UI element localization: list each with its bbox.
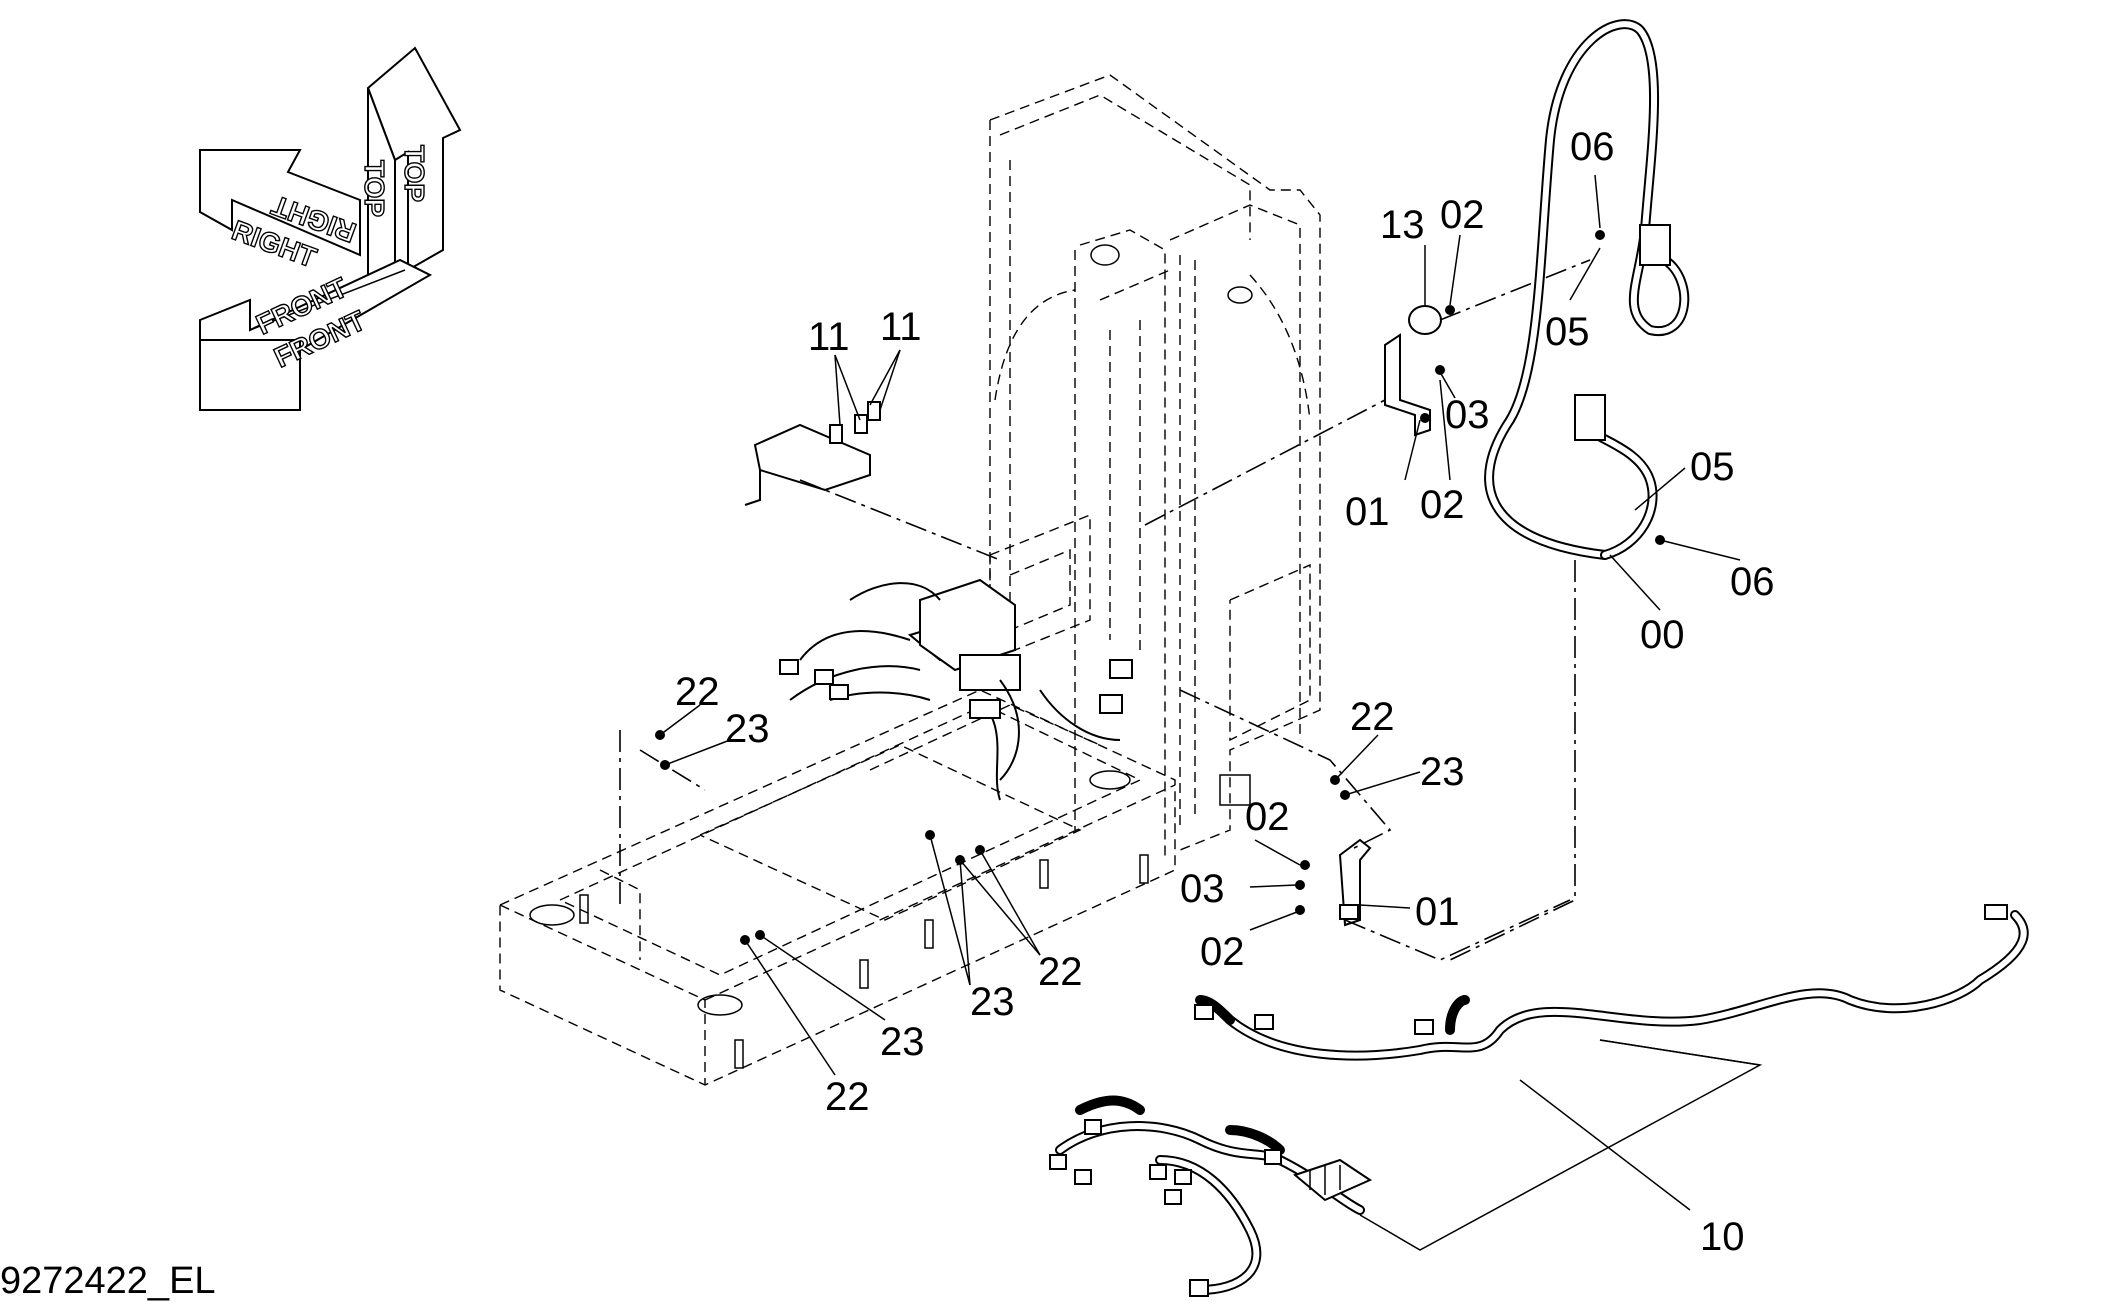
callout-22: 22	[1038, 950, 1083, 994]
callout-13: 13	[1380, 203, 1425, 247]
coiled-cable	[1449, 19, 1690, 961]
orientation-indicator: TOP TOP RIGHT RIGHT FRONT FRONT	[199, 46, 462, 411]
callout-05: 05	[1690, 445, 1735, 489]
callout-02: 02	[1420, 483, 1465, 527]
callout-01: 01	[1345, 490, 1390, 534]
upper-bracket	[1144, 259, 1591, 526]
callout-06: 06	[1730, 560, 1775, 604]
leader-lines	[659, 174, 1763, 1251]
callout-03: 03	[1180, 867, 1225, 911]
drawing-id: 9272422_EL	[0, 1260, 216, 1302]
control-box-assembly	[779, 578, 1133, 801]
callout-02: 02	[1440, 193, 1485, 237]
base-frame	[499, 689, 1176, 1086]
callout-23: 23	[880, 1020, 925, 1064]
callout-11: 11	[880, 305, 922, 349]
bracket-11	[744, 401, 1001, 561]
fastener-dots	[619, 730, 1350, 945]
callout-03: 03	[1445, 393, 1490, 437]
callout-00: 00	[1640, 613, 1685, 657]
top-label-upper: TOP	[359, 160, 390, 217]
callout-05: 05	[1545, 310, 1590, 354]
harness-10	[1049, 904, 2029, 1297]
callout-02: 02	[1200, 930, 1245, 974]
tower-frame	[989, 74, 1321, 860]
callout-23: 23	[725, 707, 770, 751]
top-label-lower: TOP	[399, 145, 430, 202]
callout-23: 23	[1420, 750, 1465, 794]
callout-22: 22	[825, 1075, 870, 1119]
callout-labels: 13 02 06 05 03 01 02 05 06 00 11 11 22 2…	[675, 125, 1775, 1259]
callout-01: 01	[1415, 890, 1460, 934]
lower-bracket	[1179, 689, 1571, 961]
callout-23: 23	[970, 980, 1015, 1024]
callout-10: 10	[1700, 1215, 1745, 1259]
callout-22: 22	[1350, 695, 1395, 739]
callout-02: 02	[1245, 795, 1290, 839]
callout-06: 06	[1570, 125, 1615, 169]
callout-11: 11	[808, 315, 850, 359]
callout-22: 22	[675, 670, 720, 714]
